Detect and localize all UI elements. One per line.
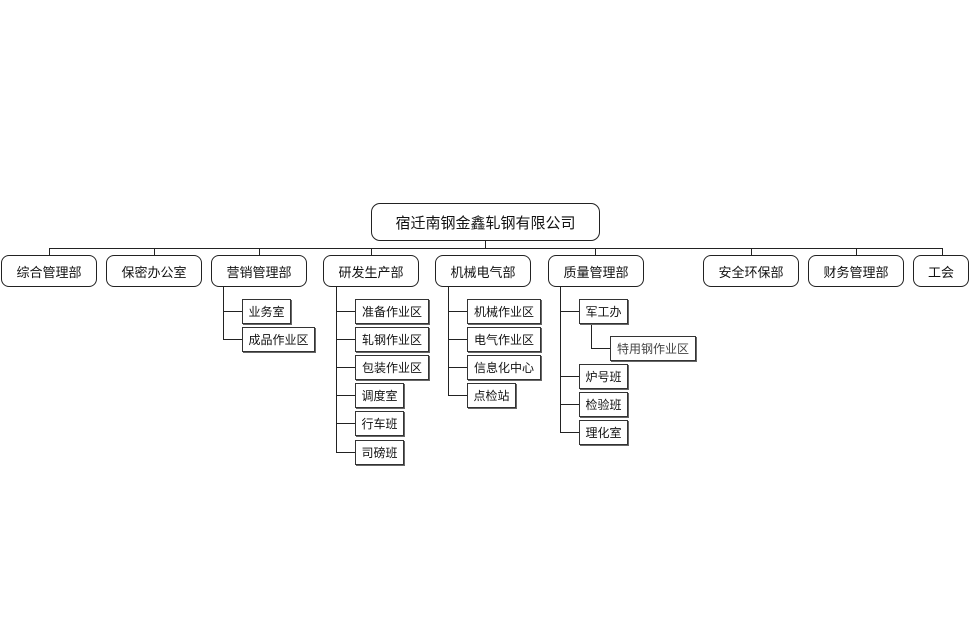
connector bbox=[448, 311, 467, 312]
dept-general[interactable]: 综合管理部 bbox=[1, 255, 97, 287]
dept-safety[interactable]: 安全环保部 bbox=[703, 255, 799, 287]
connector bbox=[485, 240, 486, 248]
connector bbox=[560, 376, 579, 377]
connector bbox=[154, 248, 155, 255]
connector bbox=[942, 248, 943, 255]
node-production[interactable]: 司磅班 bbox=[355, 440, 404, 465]
connector bbox=[336, 367, 355, 368]
dept-production[interactable]: 研发生产部 bbox=[323, 255, 419, 287]
connector bbox=[336, 452, 355, 453]
connector bbox=[223, 311, 242, 312]
connector bbox=[448, 339, 467, 340]
node-mech[interactable]: 点检站 bbox=[467, 383, 516, 408]
node-finished-goods[interactable]: 成品作业区 bbox=[242, 327, 315, 352]
connector bbox=[371, 248, 372, 255]
dept-mech-elec[interactable]: 机械电气部 bbox=[435, 255, 531, 287]
node-production[interactable]: 包装作业区 bbox=[355, 355, 429, 380]
connector bbox=[336, 423, 355, 424]
connector bbox=[49, 248, 943, 249]
connector bbox=[595, 248, 596, 255]
node-mech[interactable]: 机械作业区 bbox=[467, 299, 541, 324]
connector bbox=[560, 287, 561, 433]
connector bbox=[223, 287, 224, 340]
dept-secrecy[interactable]: 保密办公室 bbox=[106, 255, 202, 287]
connector bbox=[591, 324, 592, 348]
node-special-steel[interactable]: 特用钢作业区 bbox=[610, 336, 696, 361]
node-mech[interactable]: 信息化中心 bbox=[467, 355, 541, 380]
node-quality[interactable]: 炉号班 bbox=[579, 364, 628, 389]
node-military-office[interactable]: 军工办 bbox=[579, 299, 628, 324]
connector bbox=[336, 395, 355, 396]
node-business-office[interactable]: 业务室 bbox=[242, 299, 291, 324]
node-production[interactable]: 调度室 bbox=[355, 383, 404, 408]
connector bbox=[560, 404, 579, 405]
node-mech[interactable]: 电气作业区 bbox=[467, 327, 541, 352]
root-node[interactable]: 宿迁南钢金鑫轧钢有限公司 bbox=[371, 203, 600, 241]
node-quality[interactable]: 理化室 bbox=[579, 420, 628, 445]
connector bbox=[223, 339, 242, 340]
node-production[interactable]: 准备作业区 bbox=[355, 299, 429, 324]
connector bbox=[560, 311, 579, 312]
connector bbox=[448, 287, 449, 396]
connector bbox=[856, 248, 857, 255]
connector bbox=[336, 311, 355, 312]
dept-union[interactable]: 工会 bbox=[913, 255, 969, 287]
node-quality[interactable]: 检验班 bbox=[579, 392, 628, 417]
connector bbox=[49, 248, 50, 255]
connector bbox=[448, 367, 467, 368]
connector bbox=[448, 395, 467, 396]
dept-finance[interactable]: 财务管理部 bbox=[808, 255, 904, 287]
node-production[interactable]: 轧钢作业区 bbox=[355, 327, 429, 352]
connector bbox=[751, 248, 752, 255]
connector bbox=[560, 432, 579, 433]
dept-quality[interactable]: 质量管理部 bbox=[548, 255, 644, 287]
dept-marketing[interactable]: 营销管理部 bbox=[211, 255, 307, 287]
connector bbox=[336, 287, 337, 453]
connector bbox=[591, 348, 610, 349]
connector bbox=[336, 339, 355, 340]
connector bbox=[259, 248, 260, 255]
node-production[interactable]: 行车班 bbox=[355, 411, 404, 436]
